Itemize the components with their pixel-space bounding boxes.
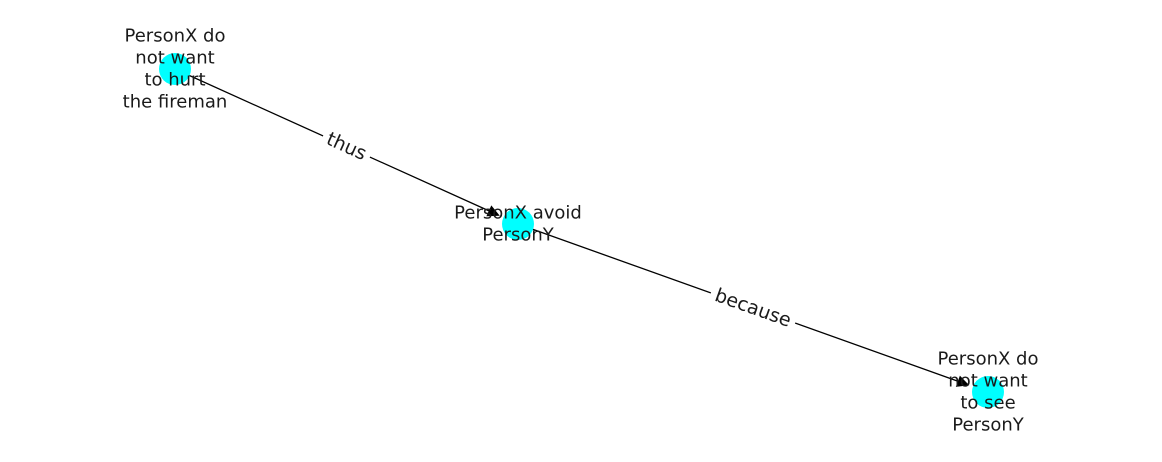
node-label-line: not want	[948, 371, 1027, 392]
node-label-line: PersonX avoid	[454, 203, 582, 224]
node-label-line: to hurt	[144, 70, 205, 91]
node-label-line: PersonX do	[125, 26, 226, 47]
graph-node	[502, 208, 534, 240]
nodes-layer	[159, 53, 1004, 408]
node-label-line: to see	[960, 393, 1015, 414]
node-label-line: the fireman	[123, 92, 228, 113]
node-label-line: PersonX do	[938, 349, 1039, 370]
arrowhead-icon	[486, 205, 500, 217]
arrowhead-icon	[955, 375, 970, 387]
node-label-line: PersonY	[952, 415, 1024, 436]
edge-label-background	[318, 124, 375, 169]
graph-node	[972, 376, 1004, 408]
graph-node	[159, 53, 191, 85]
edges-layer: thus because	[174, 68, 970, 387]
node-label-line: PersonY	[482, 225, 554, 246]
edge-label-background	[706, 281, 800, 335]
node-label-line: not want	[135, 48, 214, 69]
edge-label-group: thus	[318, 124, 375, 169]
edge-label: because	[712, 284, 794, 331]
edge-label-group: because	[706, 281, 800, 335]
